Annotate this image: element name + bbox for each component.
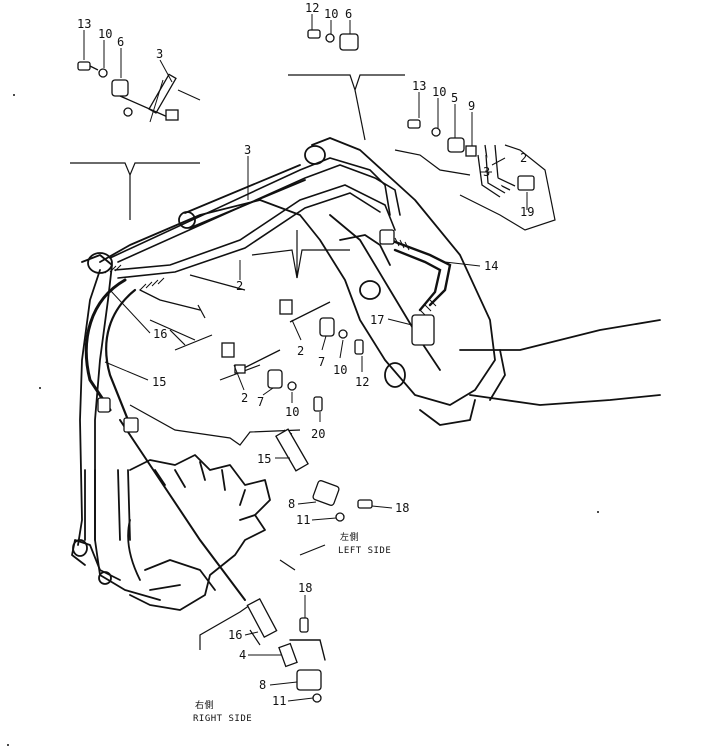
hose-15 [84,278,127,412]
clamp-7-cr [319,317,335,337]
fitting-15-ls [275,428,309,472]
bucket-outline [129,454,271,611]
clip-9-tr [465,145,477,157]
callout-9: 10 [432,85,446,99]
bolt-12-tc [307,29,321,39]
callouts: 13 10 6 3 12 10 6 13 10 5 9 2 3 19 3 14 … [77,1,534,708]
nipple-4-rs [278,642,298,668]
hose-16 [105,288,137,422]
pipe-3-tr [477,154,506,198]
frame-right [419,319,661,426]
machine-outline [71,137,661,611]
arm-inner [77,269,101,546]
callout-28: 20 [311,427,325,441]
boom-body [99,137,496,406]
callout-12: 2 [520,151,527,165]
callout-20: 15 [152,375,166,389]
callout-35: 4 [239,648,246,662]
bolt-12-cr [354,339,364,355]
left-side-label-jp: 左側 [340,531,359,543]
callout-5: 12 [305,1,319,15]
callout-24: 12 [355,375,369,389]
callout-31: 18 [395,501,409,515]
callout-33: 18 [298,581,312,595]
callout-37: 11 [272,694,286,708]
fitting-17 [411,314,435,346]
break-lines [70,74,556,650]
callout-16: 14 [484,259,498,273]
boom-cylinder [184,164,306,229]
callout-27: 10 [285,405,299,419]
pipe-3-upper [109,157,391,259]
scan-specks [7,94,599,746]
left-side-label-en: LEFT SIDE [338,546,391,556]
callout-1: 13 [77,17,91,31]
arm-top-pin [87,252,113,274]
plate-2-cl [221,342,235,358]
bolt-13-tr [407,119,421,129]
callout-15: 3 [244,143,251,157]
callout-34: 16 [228,628,242,642]
washer-10-cl [287,381,297,391]
callout-10: 5 [451,91,458,105]
callout-7: 6 [345,7,352,21]
bolt-13-tl [77,61,91,71]
block-8-rs [296,669,322,691]
callout-8: 13 [412,79,426,93]
right-side-label-jp: 右側 [195,699,214,711]
boom-cylinder-end [178,211,196,229]
plate-2-cr [279,299,293,315]
clamp-6-tl [111,79,129,97]
clamp-6-tc [339,33,359,51]
side-captions: 左側 LEFT SIDE 右側 RIGHT SIDE [193,531,391,724]
callout-6: 10 [324,7,338,21]
bucket-teeth [154,461,256,521]
callout-22: 7 [318,355,325,369]
callout-30: 8 [288,497,295,511]
callout-4: 3 [156,47,163,61]
hose-14 [388,238,452,307]
callout-14: 19 [520,205,534,219]
washer-10-tc [325,33,335,43]
arm-cylinder-rod [117,469,131,541]
callout-11: 9 [468,99,475,113]
clip-19-tr [517,175,535,191]
callout-26: 7 [257,395,264,409]
callout-21: 2 [297,344,304,358]
hoses [84,157,452,661]
callout-13: 3 [483,165,490,179]
clamp-5-tr [447,137,465,153]
bolt-18-ls [357,499,373,509]
right-side-label-en: RIGHT SIDE [193,714,252,724]
callout-32: 11 [296,513,310,527]
callout-23: 10 [333,363,347,377]
small-parts [77,29,535,703]
clamp-7-cl [267,369,283,389]
washer-10-cr [338,329,348,339]
washer-10-tr [431,127,441,137]
bolt-18-rs [299,617,309,633]
callout-3: 6 [117,35,124,49]
boom-inner-edge [329,214,441,371]
callout-18: 17 [370,313,384,327]
fitting-16-rs [246,597,278,639]
callout-2: 10 [98,27,112,41]
pipe-2-lower [114,184,396,271]
bolt-20-cl [313,396,323,412]
leader-lines [83,14,528,702]
plug-11-ls [335,512,345,522]
plug-11-rs [312,693,322,703]
callout-25: 2 [241,391,248,405]
block-8-ls [312,480,340,506]
callout-17: 2 [236,279,243,293]
washer-10-tl [98,68,108,78]
arm-outer [81,254,161,601]
callout-19: 16 [153,327,167,341]
callout-36: 8 [259,678,266,692]
callout-29: 15 [257,452,271,466]
